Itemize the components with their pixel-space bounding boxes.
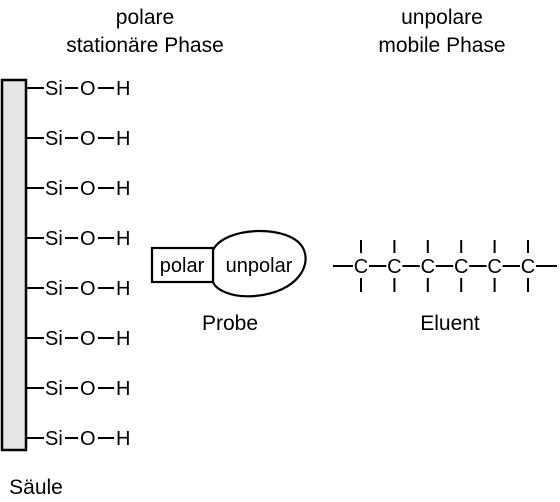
- oxygen-atom: O: [80, 378, 96, 400]
- stationary-phase-title-line2: stationäre Phase: [66, 34, 224, 57]
- silicon-atom: Si: [45, 328, 63, 350]
- oxygen-atom: O: [80, 428, 96, 450]
- hydrogen-atom: H: [116, 328, 130, 350]
- probe-caption: Probe: [202, 312, 258, 335]
- probe-unpolar-label: unpolar: [226, 255, 293, 277]
- probe-unpolar-shape: [211, 229, 307, 298]
- carbon-atom: C: [354, 256, 368, 278]
- carbon-atom: C: [487, 256, 501, 278]
- hydrogen-atom: H: [116, 378, 130, 400]
- mobile-phase-title-line2: mobile Phase: [378, 34, 505, 57]
- carbon-atom: C: [454, 256, 468, 278]
- carbon-atom: C: [387, 256, 401, 278]
- oxygen-atom: O: [80, 178, 96, 200]
- hydrogen-atom: H: [116, 128, 130, 150]
- stationary-phase-title-line1: polare: [116, 6, 174, 29]
- carbon-atom: C: [421, 256, 435, 278]
- hydrogen-atom: H: [116, 228, 130, 250]
- column-label: Säule: [9, 476, 63, 499]
- silicon-atom: Si: [45, 128, 63, 150]
- hydrogen-atom: H: [116, 78, 130, 100]
- probe-molecule: polar unpolar: [150, 229, 307, 298]
- hydrogen-atom: H: [116, 428, 130, 450]
- silicon-atom: Si: [45, 428, 63, 450]
- oxygen-atom: O: [80, 128, 96, 150]
- eluent-caption: Eluent: [420, 312, 480, 335]
- silicon-atom: Si: [45, 178, 63, 200]
- carbon-atom: C: [521, 256, 535, 278]
- hydrogen-atom: H: [116, 178, 130, 200]
- silicon-atom: Si: [45, 378, 63, 400]
- oxygen-atom: O: [80, 78, 96, 100]
- hydrogen-atom: H: [116, 278, 130, 300]
- oxygen-atom: O: [80, 328, 96, 350]
- probe-polar-box: [150, 246, 215, 284]
- oxygen-atom: O: [80, 278, 96, 300]
- mobile-phase-title-line1: unpolare: [401, 6, 483, 29]
- oxygen-atom: O: [80, 228, 96, 250]
- column-bar: [0, 78, 28, 452]
- silicon-atom: Si: [45, 278, 63, 300]
- silicon-atom: Si: [45, 78, 63, 100]
- probe-polar-label: polar: [160, 255, 205, 277]
- silicon-atom: Si: [45, 228, 63, 250]
